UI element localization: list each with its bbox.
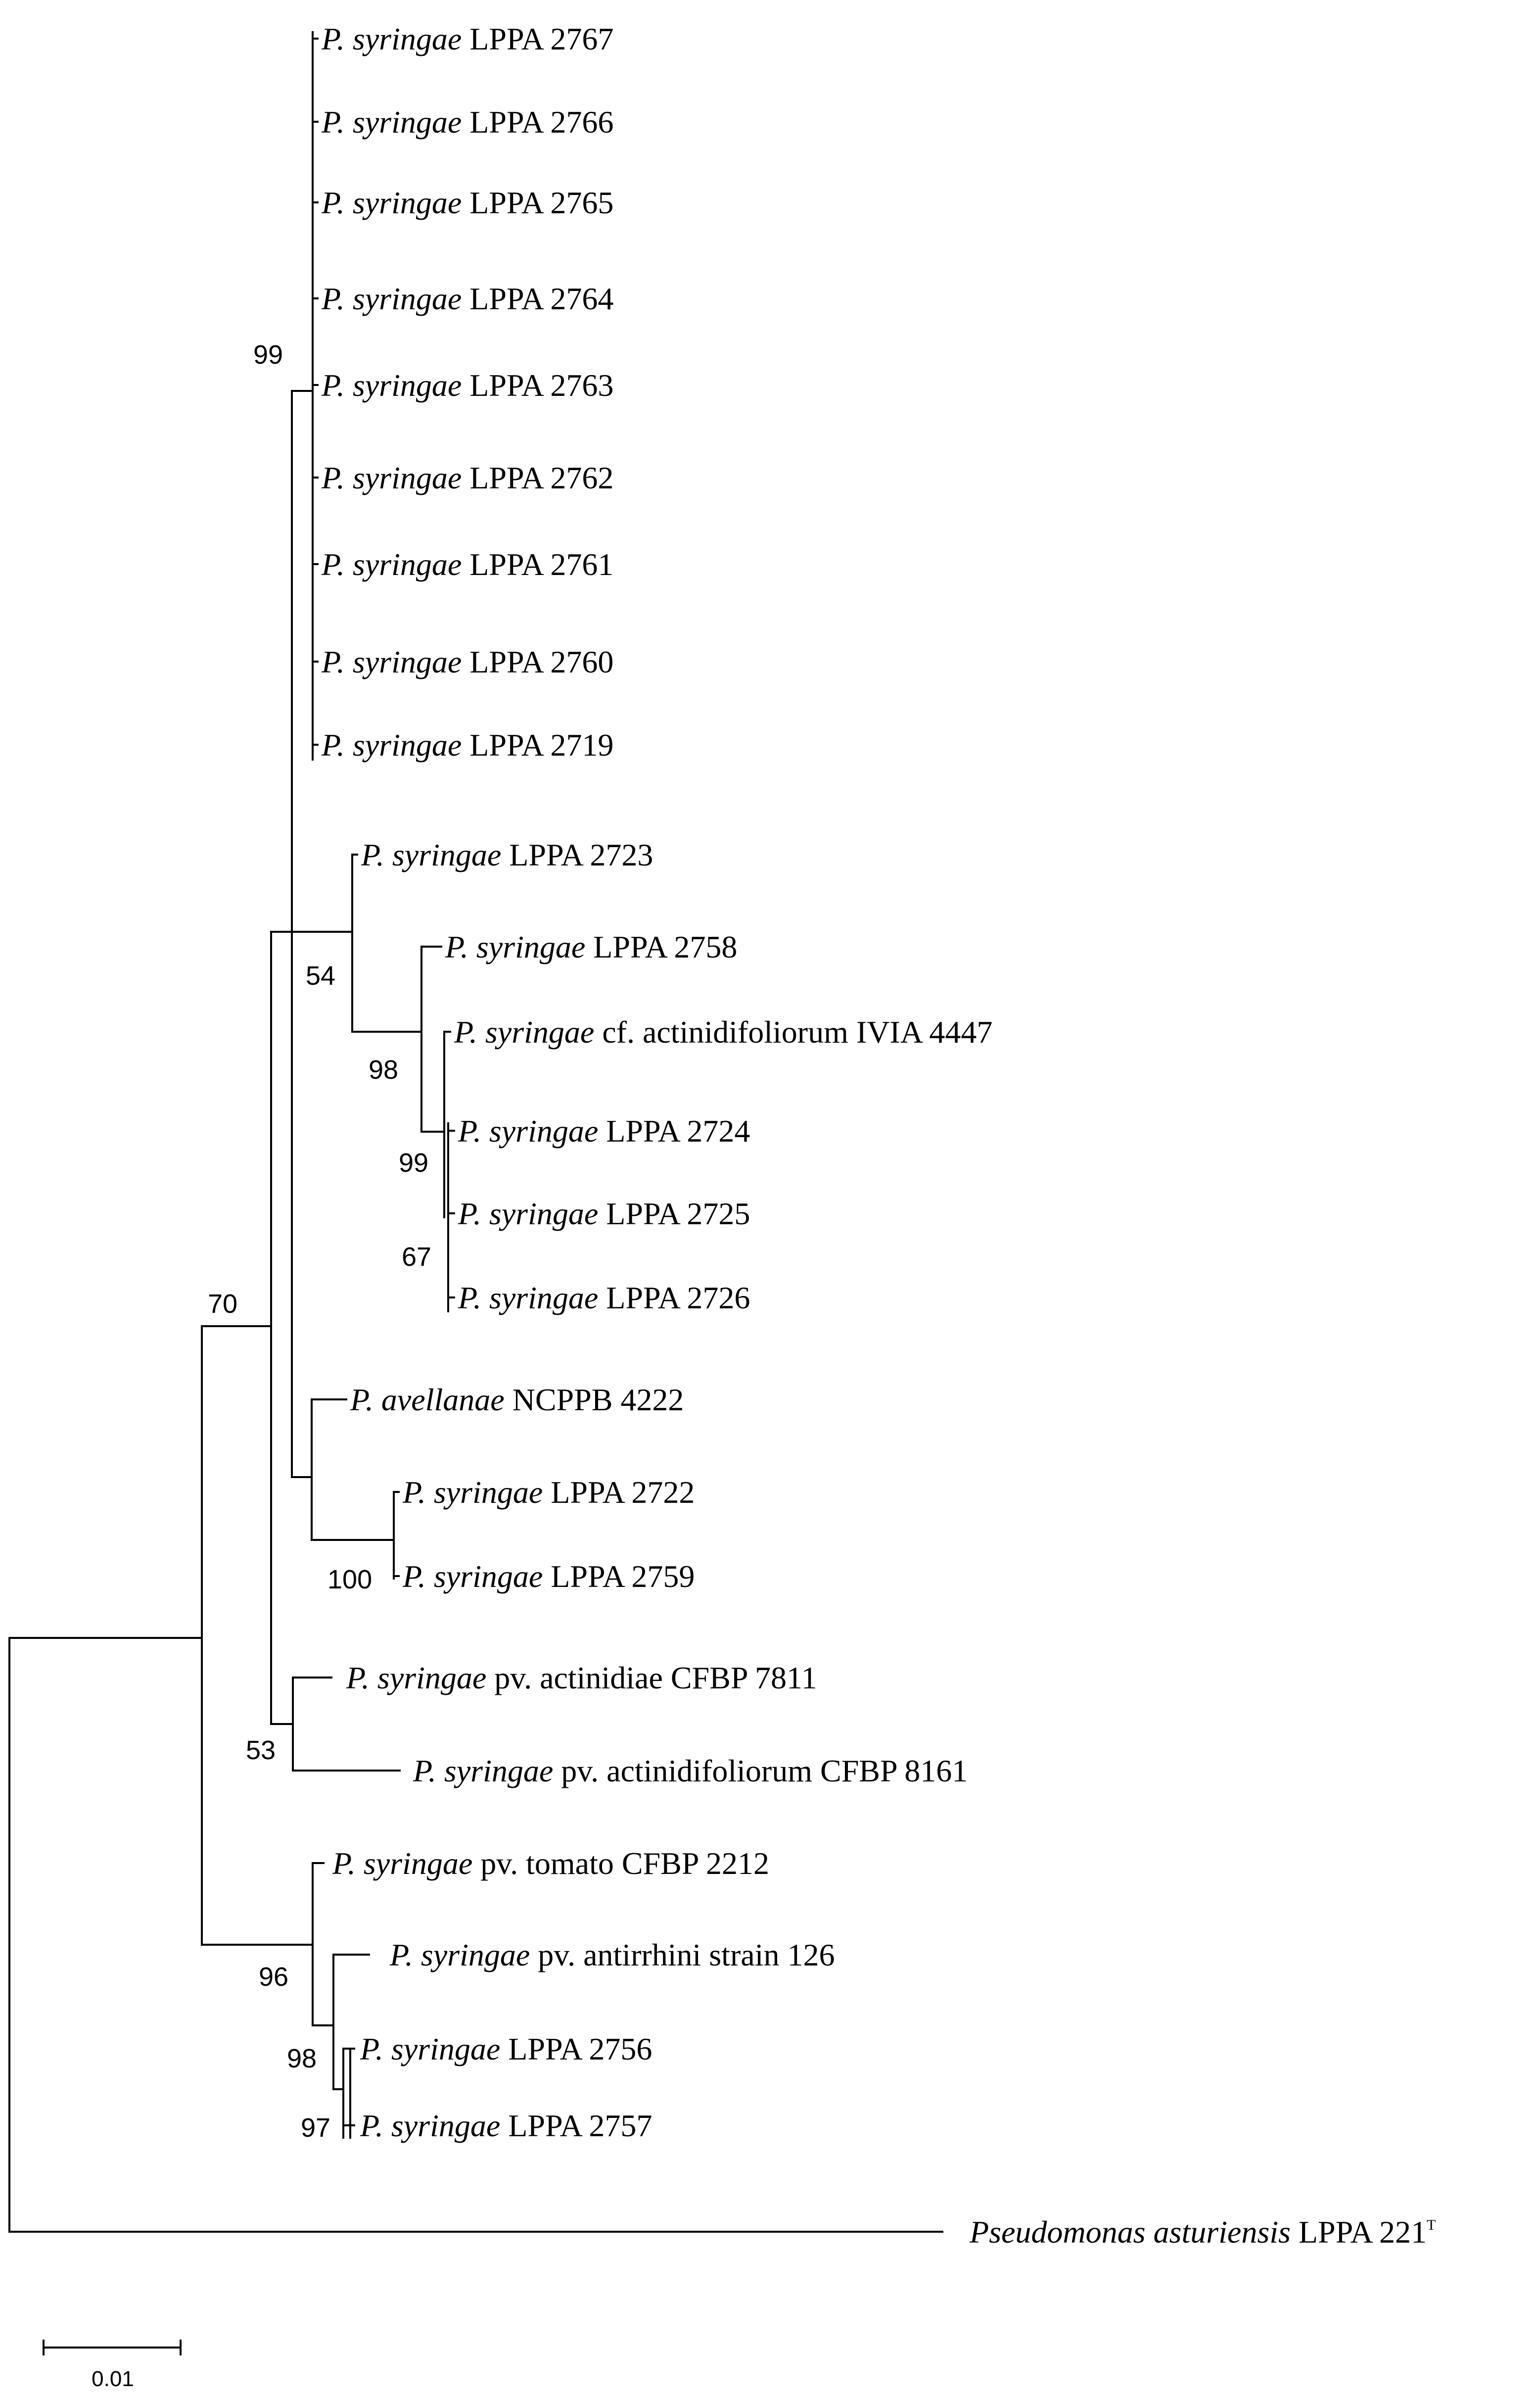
- leaf-label-2767: P. syringae LPPA 2767: [321, 21, 613, 56]
- bootstrap-54: 54: [306, 961, 335, 991]
- leaf-label-cfbp7811: P. syringae pv. actinidiae CFBP 7811: [346, 1660, 817, 1695]
- leaf-label-2724: P. syringae LPPA 2724: [458, 1113, 750, 1149]
- bootstrap-67: 67: [402, 1242, 431, 1272]
- leaf-label-2757: P. syringae LPPA 2757: [360, 2108, 652, 2143]
- leaf-label-2722: P. syringae LPPA 2722: [402, 1475, 695, 1510]
- leaf-label-2723: P. syringae LPPA 2723: [361, 837, 653, 872]
- leaf-label-2759: P. syringae LPPA 2759: [402, 1559, 695, 1594]
- tree-branches: [8, 31, 943, 2233]
- leaf-label-ncppb4222: P. avellanae NCPPB 4222: [350, 1382, 684, 1417]
- bootstrap-53: 53: [246, 1735, 276, 1765]
- leaf-label-2760: P. syringae LPPA 2760: [321, 644, 613, 679]
- leaf-label-2756: P. syringae LPPA 2756: [360, 2031, 652, 2066]
- bootstrap-99-mid: 99: [399, 1148, 428, 1178]
- bootstrap-97: 97: [301, 2113, 330, 2143]
- leaf-label-2761: P. syringae LPPA 2761: [321, 547, 613, 582]
- leaf-labels: P. syringae LPPA 2767 P. syringae LPPA 2…: [321, 21, 1436, 2250]
- leaf-label-outgroup: Pseudomonas asturiensis LPPA 221T: [969, 2214, 1436, 2250]
- leaf-label-ivia4447: P. syringae cf. actinidifoliorum IVIA 44…: [454, 1014, 992, 1050]
- leaf-label-cfbp2212: P. syringae pv. tomato CFBP 2212: [332, 1846, 769, 1881]
- scale-bar: 0.01: [43, 2340, 182, 2391]
- leaf-label-2719: P. syringae LPPA 2719: [321, 727, 613, 763]
- bootstrap-labels: 99 54 98 99 67 70 100 53 96 98 97: [208, 340, 431, 2143]
- leaf-label-2725: P. syringae LPPA 2725: [458, 1196, 750, 1231]
- bootstrap-99-top: 99: [253, 340, 283, 370]
- leaf-label-2758: P. syringae LPPA 2758: [445, 929, 737, 964]
- bootstrap-100: 100: [327, 1565, 372, 1594]
- bootstrap-98-a: 98: [369, 1055, 398, 1085]
- leaf-label-2766: P. syringae LPPA 2766: [321, 104, 613, 140]
- bootstrap-96: 96: [259, 1962, 288, 1992]
- scale-bar-label: 0.01: [92, 2367, 134, 2391]
- leaf-label-2765: P. syringae LPPA 2765: [321, 185, 613, 220]
- bootstrap-98-b: 98: [287, 2044, 317, 2073]
- leaf-label-strain126: P. syringae pv. antirrhini strain 126: [389, 1937, 835, 1972]
- leaf-label-cfbp8161: P. syringae pv. actinidifoliorum CFBP 81…: [413, 1753, 968, 1788]
- leaf-label-2762: P. syringae LPPA 2762: [321, 460, 613, 495]
- leaf-label-2763: P. syringae LPPA 2763: [321, 368, 613, 403]
- leaf-label-2726: P. syringae LPPA 2726: [458, 1280, 750, 1315]
- leaf-label-2764: P. syringae LPPA 2764: [321, 281, 613, 316]
- bootstrap-70: 70: [208, 1289, 237, 1319]
